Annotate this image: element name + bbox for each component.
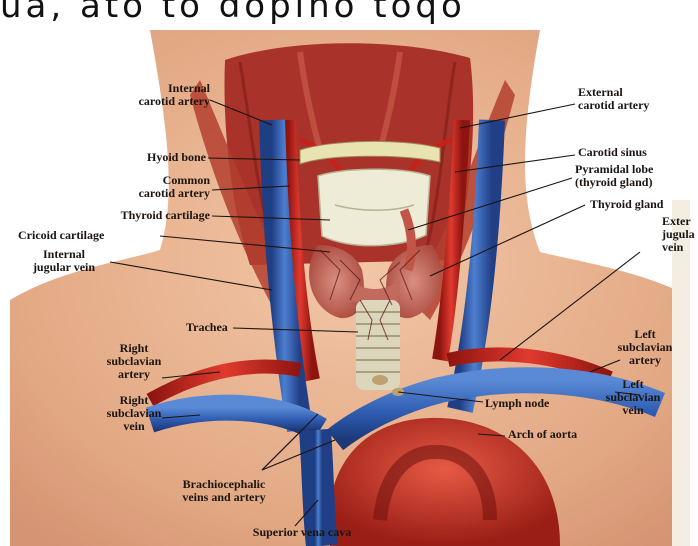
label-thyroid-cartilage: Thyroid cartilage: [40, 209, 210, 222]
label-superior-vena-cava: Superior vena cava: [232, 526, 372, 539]
label-cricoid-cartilage: Cricoid cartilage: [18, 229, 168, 242]
label-carotid-sinus: Carotid sinus: [578, 146, 688, 159]
label-arch-of-aorta: Arch of aorta: [508, 428, 608, 441]
label-hyoid-bone: Hyoid bone: [96, 151, 206, 164]
label-pyramidal-lobe: Pyramidal lobe(thyroid gland): [575, 163, 693, 189]
label-thyroid-gland: Thyroid gland: [590, 198, 698, 211]
label-trachea: Trachea: [186, 321, 246, 334]
label-lymph-node: Lymph node: [485, 397, 575, 410]
